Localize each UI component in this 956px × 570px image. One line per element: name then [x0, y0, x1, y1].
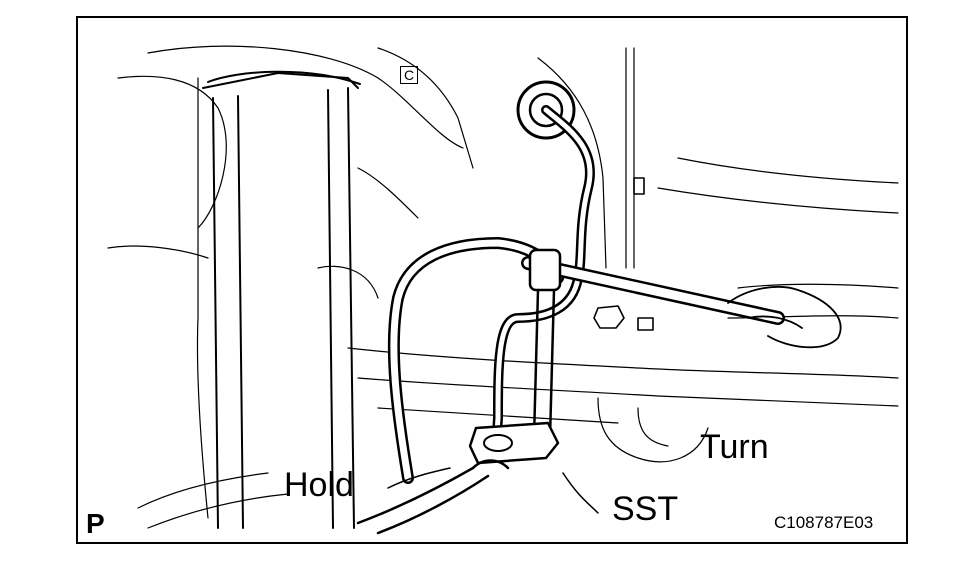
turn-label: Turn	[700, 428, 769, 466]
part-marker-c: C	[400, 66, 419, 84]
strut-pillar	[202, 70, 361, 529]
hold-wrench	[356, 459, 510, 535]
hold-label: Hold	[284, 466, 354, 504]
leader-lines	[387, 467, 599, 514]
hand	[727, 286, 842, 349]
sst-wrench	[468, 248, 785, 465]
diagram-frame: P C108787E03 Turn Hold SST C	[76, 16, 908, 544]
clip-bolt	[593, 177, 654, 331]
figure-code: C108787E03	[774, 513, 874, 532]
brake-line-illustration	[107, 45, 899, 535]
sst-label: SST	[612, 490, 679, 528]
brake-hose	[387, 237, 564, 484]
panel-letter: P	[86, 508, 105, 539]
